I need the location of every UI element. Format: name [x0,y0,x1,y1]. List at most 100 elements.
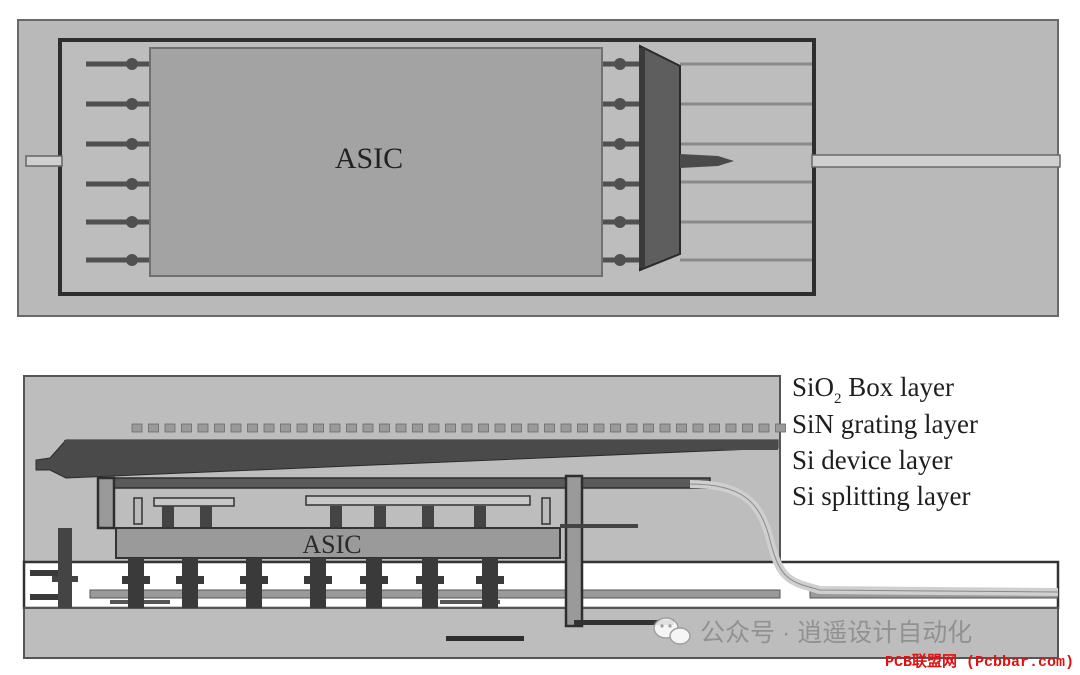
right-via-small [541,497,551,525]
left-pin-bump [126,254,138,266]
left-via-small [133,497,143,525]
solder-post-cap [122,576,150,584]
solder-post-cap [176,576,204,584]
grating-tooth [560,423,572,433]
left-connector-cap [52,576,78,582]
grating-tooth [478,423,489,433]
right-via-foot [574,620,674,625]
grating-tooth [247,423,258,433]
left-connector [58,528,72,608]
board-trace-low-2 [440,600,500,604]
left-pin-bump [126,216,138,228]
cross-asic-chip [115,527,561,559]
grating-tooth [131,423,143,433]
grating-tooth [643,423,654,433]
base-block [23,607,1059,659]
grating-tooth [626,423,638,433]
grating-tooth [164,423,176,433]
left-pin-row [86,58,150,266]
asic-pad-right [305,495,531,506]
grating-tooth [412,423,423,433]
chip-bump [200,506,212,528]
solder-bumps [30,558,504,608]
left-fiber [25,155,63,167]
si-splitting-bar [99,477,711,489]
solder-post-cap [360,576,388,584]
grating-tooth [313,423,324,433]
grating-tooth [280,423,291,433]
label-si-device-layer: Si device layer [792,445,952,475]
grating-tooth [362,423,374,433]
sin-grating-layer [131,423,786,433]
solder-post-cap [476,576,504,584]
grating-tooth [181,423,192,433]
top-coupler [639,44,681,272]
grating-tooth [659,423,671,433]
cross-asic-label: ASIC [302,530,361,559]
grating-tooth [230,423,242,433]
chip-bump [162,506,174,528]
chip-bump [422,506,434,528]
top-view: ASIC [17,19,1061,317]
board-edge-pad [30,594,60,600]
grating-tooth [692,423,704,433]
solder-post-cap [416,576,444,584]
board-edge-pad [30,570,60,576]
solder-post-cap [240,576,268,584]
grating-tooth [445,423,456,433]
left-pin-bump [126,138,138,150]
grating-tooth [593,423,605,433]
grating-tooth [577,423,588,433]
grating-tooth [428,423,440,433]
grating-tooth [709,423,720,433]
grating-tooth [758,423,770,433]
chip-bump [330,506,342,528]
top-asic-chip [149,47,603,277]
right-pin-row [602,58,646,266]
base-pad [446,636,524,641]
right-pin-bump [614,98,626,110]
grating-tooth [197,423,209,433]
grating-tooth [544,423,555,433]
wechat-icon [653,617,691,645]
splitting-fiber-outline [689,483,1059,593]
left-pin-bump [126,98,138,110]
grating-tooth [263,423,275,433]
wechat-watermark: 公众号 · 逍遥设计自动化 [653,617,972,647]
wechat-watermark-text: 公众号 · 逍遥设计自动化 [700,619,972,647]
chip-bump [474,506,486,528]
asic-pad-left [153,497,235,507]
grating-tooth [346,423,357,433]
right-via [564,474,584,628]
left-pin-bump [126,178,138,190]
asic-top-bumps [162,506,486,528]
right-pin-bump [614,58,626,70]
chip-side-trace [560,524,638,528]
right-pin-bump [614,254,626,266]
grating-tooth [494,423,506,433]
grating-tooth [676,423,687,433]
label-sio2-box-layer: SiO2 Box layer [792,372,954,407]
right-pin-bump [614,138,626,150]
grating-tooth [461,423,473,433]
grating-tooth [379,423,390,433]
grating-tooth [148,423,159,433]
grating-tooth [395,423,407,433]
right-pin-bump [614,216,626,228]
right-fiber [811,154,1061,168]
right-pin-bump [614,178,626,190]
grating-tooth [329,423,341,433]
cross-section: ASIC SiO2 Box layer SiN grating layer Si… [22,372,1060,659]
label-si-splitting-layer: Si splitting layer [792,481,971,511]
pcb-board [22,560,1060,610]
label-sin-grating-layer: SiN grating layer [792,409,978,439]
solder-post-cap [304,576,332,584]
coupler-taper [680,154,734,168]
grating-tooth [511,423,522,433]
grating-tooth [775,423,786,433]
left-via [96,476,116,530]
top-asic-label: ASIC [335,142,403,175]
grating-tooth [742,423,753,433]
grating-tooth [296,423,308,433]
